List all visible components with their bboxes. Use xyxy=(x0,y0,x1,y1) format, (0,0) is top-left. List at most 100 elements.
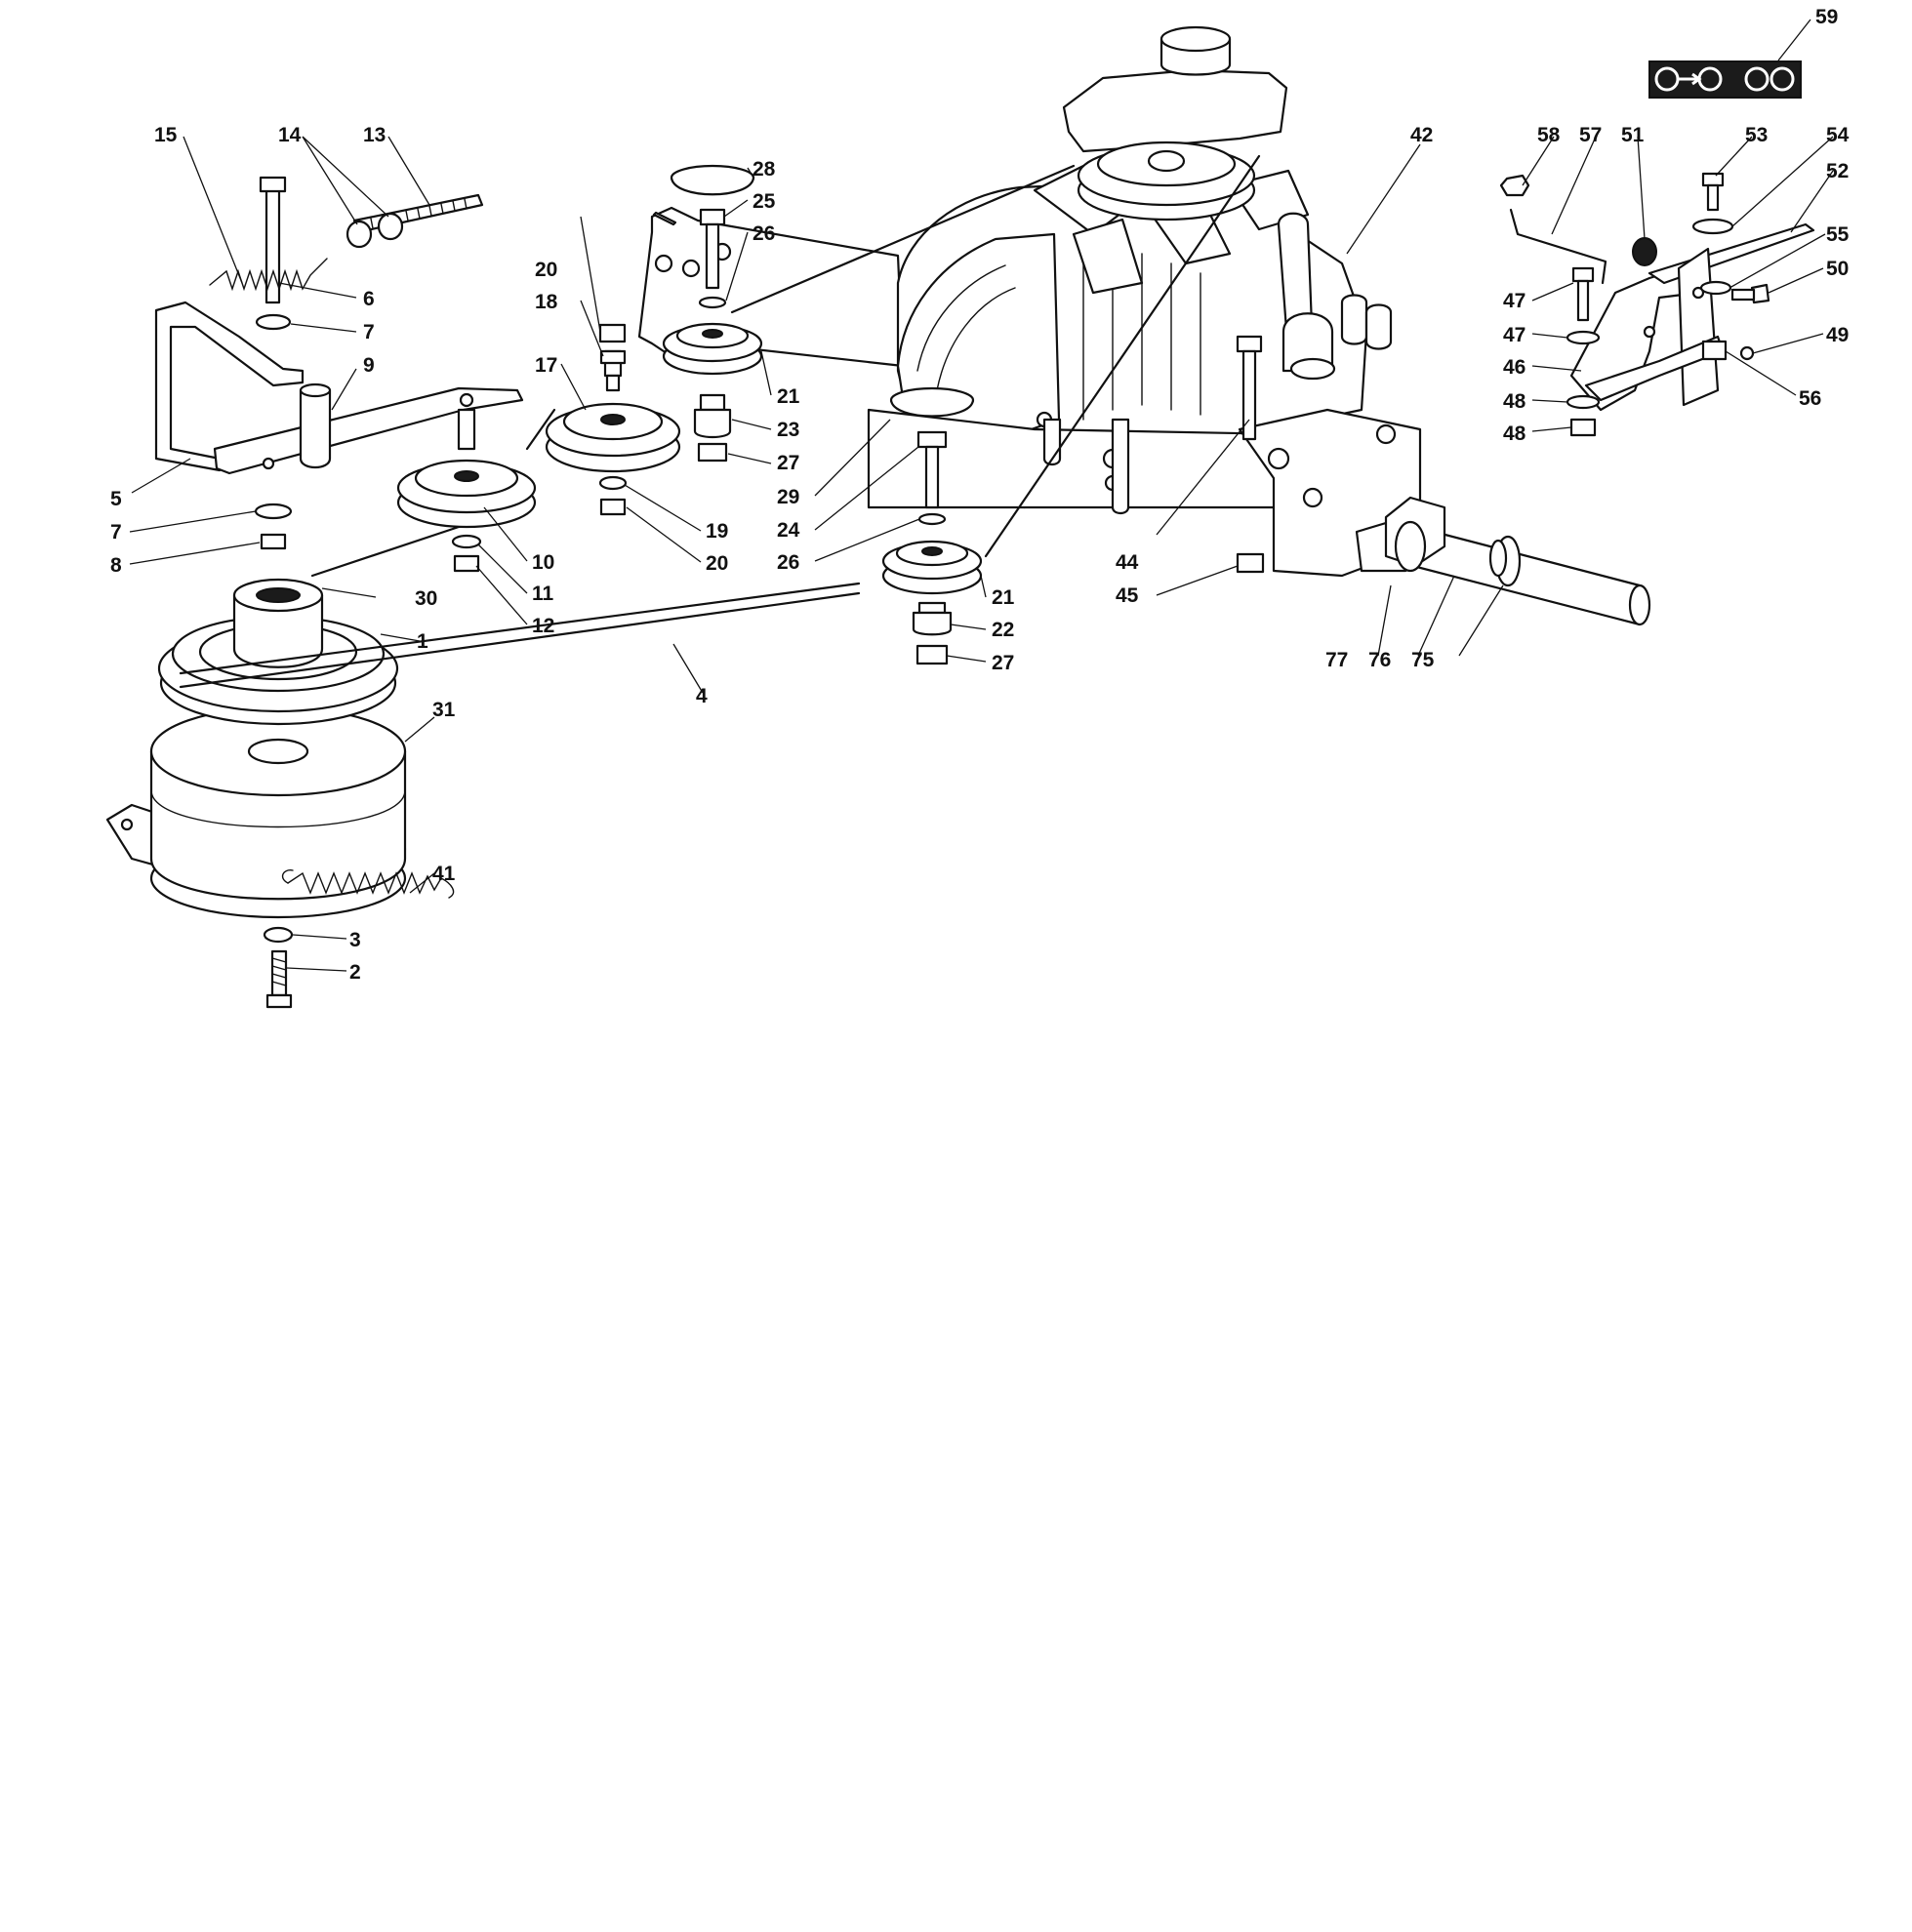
lever-plate xyxy=(1677,247,1720,407)
leader-45 xyxy=(1531,365,1582,372)
callout-27-upper: 27 xyxy=(777,452,799,474)
spacer-collar xyxy=(917,601,947,615)
transaxle-bolt-shank xyxy=(1241,349,1257,441)
lower-nut xyxy=(260,533,287,550)
lever-knob xyxy=(1632,237,1657,266)
leader-26a xyxy=(725,231,749,302)
leader-24 xyxy=(814,446,919,531)
pivot-bolt-shank xyxy=(1576,279,1590,322)
callout-21-upper: 21 xyxy=(777,385,800,408)
fan-shroud xyxy=(1062,68,1288,153)
callout-9: 9 xyxy=(363,354,375,377)
callout-25: 25 xyxy=(753,190,776,213)
lever-washer xyxy=(1691,218,1734,235)
callout-49: 49 xyxy=(1826,324,1849,346)
belt-strand xyxy=(984,154,1261,558)
bracket-hole xyxy=(120,818,134,831)
left-axle-stub xyxy=(652,211,677,226)
leader-19 xyxy=(624,484,702,532)
leader-47b xyxy=(1531,399,1568,403)
lower-washer xyxy=(254,503,293,520)
callout-21-lower: 21 xyxy=(992,586,1015,609)
side-bolt-shank xyxy=(1730,288,1756,302)
leader-10 xyxy=(483,506,528,562)
clutch-assembly xyxy=(105,578,455,1009)
callout-54: 54 xyxy=(1826,124,1850,146)
clutch-spacer xyxy=(232,593,324,668)
leader-12 xyxy=(475,565,528,625)
pulley-nut xyxy=(697,442,728,463)
callout-7-upper: 7 xyxy=(363,321,375,343)
leader-53 xyxy=(1715,136,1753,177)
leader-25 xyxy=(723,199,749,218)
pulley-spacer xyxy=(912,611,953,636)
leader-44 xyxy=(1156,565,1239,596)
clutch-spring xyxy=(287,871,455,899)
spring-hook xyxy=(281,869,294,884)
leader-20a xyxy=(580,216,601,333)
clutch-spacer-bore xyxy=(256,587,301,603)
leader-lines xyxy=(129,19,1834,972)
leader-3 xyxy=(292,934,347,940)
idler-plate xyxy=(213,386,524,475)
kit-arrow-head xyxy=(1691,72,1702,86)
leader-6 xyxy=(278,282,357,299)
callout-27-lower: 27 xyxy=(992,652,1014,674)
pulley-bolt-head xyxy=(916,430,948,449)
callout-15: 15 xyxy=(154,124,178,146)
linkage-assembly xyxy=(1499,172,1815,437)
leader-49 xyxy=(1752,333,1824,354)
transaxle-hardware xyxy=(1236,335,1522,587)
callout-13: 13 xyxy=(363,124,386,146)
input-pulley-nut xyxy=(1147,149,1186,173)
leader-46 xyxy=(1531,282,1574,302)
callout-4: 4 xyxy=(696,685,708,707)
pivot-washer xyxy=(1566,394,1601,410)
pulley-cover-body xyxy=(889,399,975,418)
adjuster-nut xyxy=(377,212,404,241)
callout-8: 8 xyxy=(110,554,122,577)
pivot-tube xyxy=(299,388,332,469)
idler-pulley-21b-bore xyxy=(921,546,943,556)
spacer-collar xyxy=(699,393,726,412)
block-hole xyxy=(1375,423,1397,445)
clutch-seam xyxy=(150,789,406,828)
belt-strand xyxy=(525,408,556,451)
callout-56: 56 xyxy=(1799,387,1821,410)
leader-55 xyxy=(1729,233,1826,289)
callout-11: 11 xyxy=(532,583,554,605)
kit-ring xyxy=(1770,66,1795,92)
housing-boss xyxy=(1340,294,1368,345)
callout-53: 53 xyxy=(1745,124,1768,146)
leader-17 xyxy=(560,363,587,411)
callout-22: 22 xyxy=(992,619,1014,641)
leader-59 xyxy=(1777,19,1811,61)
pivot-tube-top xyxy=(299,382,332,398)
clutch-bore xyxy=(247,738,309,765)
callout-46: 47 xyxy=(1503,290,1526,312)
leader-27a xyxy=(727,453,772,464)
callout-29: 30 xyxy=(415,587,437,610)
pulley-washer xyxy=(451,534,482,549)
leader-77 xyxy=(1377,584,1392,657)
leader-8 xyxy=(129,542,261,565)
callout-57: 57 xyxy=(1579,124,1602,146)
plate-hole xyxy=(459,392,474,408)
callout-30: 31 xyxy=(432,699,456,721)
leader-1 xyxy=(380,633,421,642)
linkage-nut xyxy=(1499,174,1530,197)
axle-washer-inner xyxy=(1488,539,1508,578)
leader-21a xyxy=(760,350,772,396)
arm-hole xyxy=(654,254,673,273)
callout-47-upper: 47 xyxy=(1503,324,1526,346)
leader-48 xyxy=(1531,426,1572,432)
callout-51: 51 xyxy=(1621,124,1645,146)
lever-hole xyxy=(1691,286,1705,300)
callout-47-lower: 48 xyxy=(1503,390,1526,413)
pulley-spacer xyxy=(693,408,732,439)
small-screw xyxy=(1739,345,1755,361)
adjuster-nut xyxy=(346,220,373,249)
callout-76: 76 xyxy=(1368,649,1391,671)
callout-55: 55 xyxy=(1826,223,1850,246)
